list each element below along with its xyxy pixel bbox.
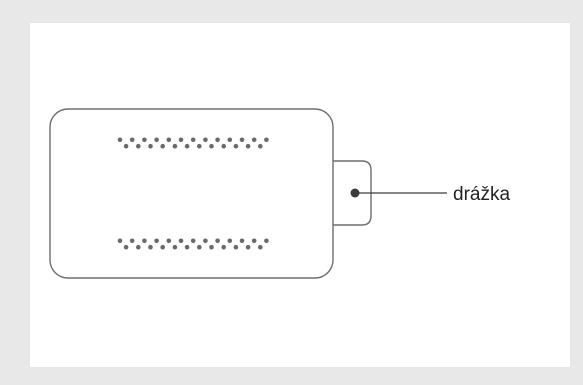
contact-dot (136, 244, 141, 250)
contact-dot (172, 143, 178, 149)
contact-dot (117, 137, 123, 143)
connector-body (49, 108, 334, 279)
contact-dot (245, 244, 251, 250)
groove-marker-icon (350, 188, 360, 198)
contact-dot (258, 244, 263, 250)
contact-dot (227, 137, 233, 143)
contact-dot (148, 244, 153, 250)
contact-dot (123, 244, 129, 250)
contact-dot (209, 143, 214, 149)
contact-dot (221, 143, 226, 149)
contact-dot (154, 238, 159, 244)
contact-dot (197, 244, 202, 250)
contact-dot (221, 244, 226, 250)
contact-dot (239, 137, 245, 143)
contact-dot (197, 143, 202, 149)
top-contact-dots (117, 137, 269, 149)
bottom-contact-dots (117, 238, 269, 250)
contact-dot (190, 137, 196, 143)
contact-dot (154, 137, 159, 143)
contact-dot (251, 137, 257, 143)
contact-dot (129, 137, 135, 143)
contact-dot (172, 244, 178, 250)
contact-dot (129, 238, 135, 244)
contact-dot (239, 238, 245, 244)
contact-dot (123, 143, 129, 149)
contact-dot (178, 137, 184, 143)
contact-dot (178, 238, 184, 244)
contact-dot (142, 238, 147, 244)
contact-dot (227, 238, 233, 244)
contact-dot (136, 143, 141, 149)
contact-dot (190, 238, 196, 244)
contact-dot (166, 137, 172, 143)
contact-dot (160, 244, 165, 250)
contact-dot (245, 143, 251, 149)
contact-dot (264, 238, 269, 244)
contact-dot (209, 244, 214, 250)
contact-dot (233, 244, 239, 250)
contact-dot (215, 238, 220, 244)
contact-dot (264, 137, 269, 143)
contact-dot (184, 244, 190, 250)
contact-dot (215, 137, 220, 143)
contact-dot (166, 238, 172, 244)
contact-dot (148, 143, 153, 149)
contact-dot (184, 143, 190, 149)
contact-dot (258, 143, 263, 149)
contact-dot (233, 143, 239, 149)
contact-dot (117, 238, 123, 244)
contact-dot (142, 137, 147, 143)
contact-dot (160, 143, 165, 149)
contact-dot (251, 238, 257, 244)
contact-dot (203, 238, 208, 244)
contact-dot (203, 137, 208, 143)
callout-label: drážka (453, 184, 510, 205)
